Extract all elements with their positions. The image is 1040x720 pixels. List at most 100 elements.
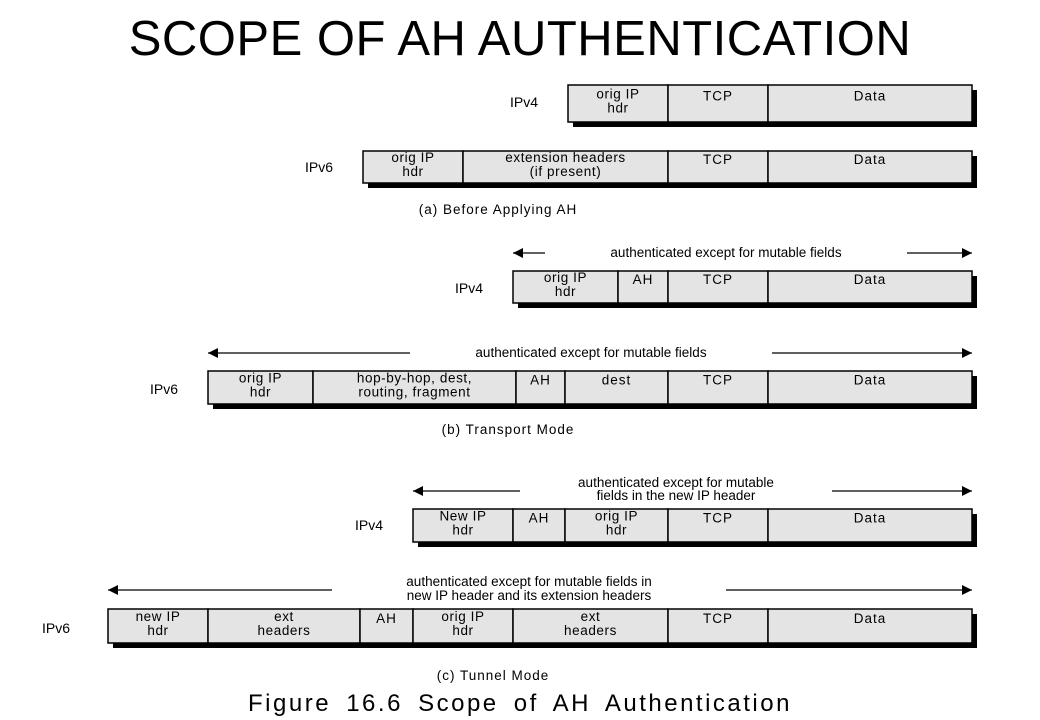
arrow-label-line-2: new IP header and its extension headers: [407, 588, 652, 603]
packet-field-box: [362, 150, 464, 184]
packet-field-box: [767, 84, 973, 123]
packet-field-box: [512, 508, 566, 543]
packet-field: extension headers(if present): [462, 150, 669, 184]
packet-field: Data: [767, 270, 973, 304]
packet-field-label: hdr: [607, 101, 628, 116]
packet-field-label: TCP: [703, 272, 733, 287]
section-caption-before: (a) Before Applying AH: [419, 202, 578, 217]
section-caption-tunnel: (c) Tunnel Mode: [437, 668, 550, 683]
arrow-label-bg: [410, 342, 772, 362]
packet-field: TCP: [667, 370, 769, 405]
packet-field: AH: [515, 370, 566, 405]
packet-field-box: [512, 608, 669, 644]
packet-field-label: Data: [854, 152, 887, 167]
packet-field-box: [412, 508, 514, 543]
packet-field-label: dest: [602, 373, 632, 388]
packet-field-label: hdr: [452, 623, 473, 638]
packet-field-label: hdr: [147, 623, 168, 638]
packet-field-label: hdr: [402, 164, 423, 179]
packet-field-label: routing, fragment: [358, 385, 470, 400]
packet-field-box: [515, 370, 566, 405]
packet-field-label: orig IP: [239, 371, 282, 386]
packet-field: Data: [767, 370, 973, 405]
arrow-label: authenticated except for mutable fields: [475, 345, 706, 360]
packet-field-box: [564, 508, 669, 543]
packet-field-label: hdr: [452, 523, 473, 538]
packet-field-label: headers: [258, 623, 311, 638]
packet-field-box: [667, 150, 769, 184]
packet-field: TCP: [667, 608, 769, 644]
packet-field: AH: [617, 270, 669, 304]
packet-field-box: [667, 270, 769, 304]
packet-field-label: Data: [854, 373, 887, 388]
auth-arrow-ipv6-transport: authenticated except for mutable fields: [208, 342, 972, 362]
packet-field-label: ext: [274, 609, 294, 624]
packet-field-label: AH: [633, 272, 654, 287]
section-caption-transport: (b) Transport Mode: [442, 422, 575, 437]
auth-arrow-ipv4-transport: authenticated except for mutable fields: [513, 242, 972, 262]
packet-field-box: [107, 608, 209, 644]
packet-field-box: [567, 84, 669, 123]
row-label: IPv6: [150, 381, 178, 397]
packet-field-box: [207, 608, 361, 644]
packet-field-label: hdr: [250, 385, 271, 400]
packet-field: Data: [767, 84, 973, 123]
packet-field-label: (if present): [530, 164, 602, 179]
auth-arrow-ipv6-tunnel: authenticated except for mutable fields …: [108, 571, 972, 603]
packet-field-label: TCP: [703, 511, 733, 526]
packet-field: hop-by-hop, dest,routing, fragment: [312, 370, 517, 405]
packet-field-label: AH: [376, 611, 397, 626]
packet-field-box: [207, 370, 314, 405]
packet-field-label: TCP: [703, 89, 733, 104]
arrow-label-line-2: fields in the new IP header: [597, 488, 756, 503]
packet-field-label: orig IP: [596, 87, 639, 102]
packet-field: Data: [767, 150, 973, 184]
packet-field-label: hdr: [606, 523, 627, 538]
packet-field-label: orig IP: [441, 609, 484, 624]
packet-field-label: TCP: [703, 611, 733, 626]
packet-field-label: Data: [854, 89, 887, 104]
packet-field-box: [617, 270, 669, 304]
packet-field-box: [767, 608, 973, 644]
packet-field-box: [512, 270, 619, 304]
arrow-label-line-1: authenticated except for mutable: [578, 475, 774, 490]
figure-caption: Figure 16.6 Scope of AH Authentication: [248, 690, 792, 717]
packet-field: AH: [512, 508, 566, 543]
packet-field-label: Data: [854, 511, 887, 526]
packet-field-label: new IP: [136, 609, 181, 624]
packet-field-label: New IP: [439, 509, 486, 524]
row-label: IPv4: [355, 517, 383, 533]
packet-field-box: [767, 370, 973, 405]
packet-field-box: [767, 150, 973, 184]
packet-field-box: [312, 370, 517, 405]
packet-field: Data: [767, 508, 973, 543]
row-label: IPv4: [510, 94, 538, 110]
packet-field-box: [767, 270, 973, 304]
packet-field-label: extension headers: [505, 150, 626, 165]
arrow-label-bg: [545, 242, 907, 262]
packet-field: dest: [564, 370, 669, 405]
arrow-label: authenticated except for mutable fields: [610, 245, 841, 260]
packet-field: AH: [359, 608, 414, 644]
packet-field: TCP: [667, 150, 769, 184]
packet-field-box: [462, 150, 669, 184]
arrow-label-line-1: authenticated except for mutable fields …: [406, 574, 651, 589]
packet-field: TCP: [667, 84, 769, 123]
arrow-label-bg: [520, 472, 832, 502]
packet-field-label: AH: [529, 511, 550, 526]
